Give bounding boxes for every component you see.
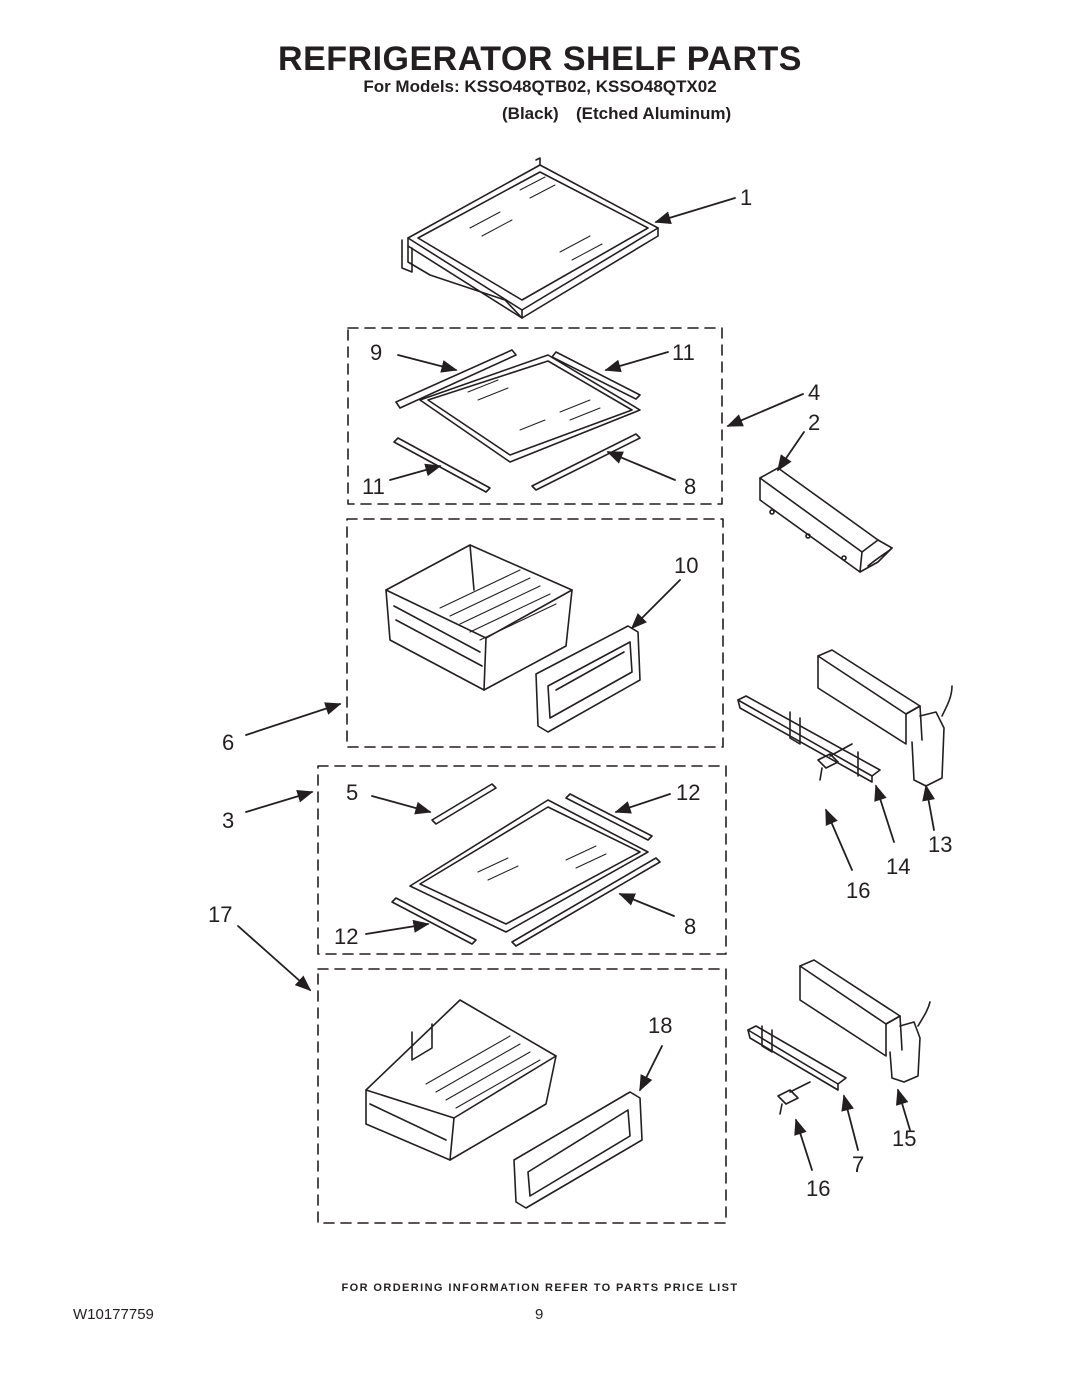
callout-3: 3 [222,808,234,833]
ordering-note: FOR ORDERING INFORMATION REFER TO PARTS … [341,1282,739,1294]
leader-arrow-4 [726,393,804,427]
upper-screw-drawing [817,743,853,781]
callout-numbers: 1 9 11 4 2 11 8 10 6 5 12 3 13 14 16 17 … [208,185,952,1201]
leader-arrow-5 [371,795,432,815]
upper-crisper-group-box [346,518,724,748]
lower-glass-shelf-drawing [409,799,649,933]
leader-arrow-11b [389,463,442,481]
document-number: W10177759 [73,1306,154,1323]
leader-arrow-18 [639,1045,663,1092]
upper-shelf-trims-drawing [393,349,641,493]
callout-1: 1 [740,185,752,210]
callout-16-lower: 16 [806,1176,830,1201]
leader-arrow-13 [922,784,935,831]
callout-6: 6 [222,730,234,755]
lower-crisper-pan-drawing [365,999,557,1161]
leader-arrow-7 [841,1094,859,1151]
callout-2: 2 [808,410,820,435]
callout-9: 9 [370,340,382,365]
lower-drawer-slide-cover-drawing [799,959,931,1083]
leader-arrow-9 [397,354,458,373]
page-title: REFRIGERATOR SHELF PARTS [278,40,802,78]
finish-label-aluminum: (Etched Aluminum) [576,104,732,123]
leader-arrows [237,197,935,1171]
top-shelf-assembly-drawing [401,157,659,319]
leader-arrow-3 [245,790,314,813]
callout-13: 13 [928,832,952,857]
leader-arrow-10 [630,579,681,630]
callout-16-upper: 16 [846,878,870,903]
leader-arrow-12b [365,919,430,935]
leader-arrow-12a [614,793,671,814]
upper-drawer-slide-rail-drawing [737,695,881,783]
upper-crisper-front-cover-drawing [535,625,641,733]
lower-shelf-trims-drawing [391,783,661,947]
callout-7: 7 [852,1152,864,1177]
callout-18: 18 [648,1013,672,1038]
callout-4: 4 [808,380,820,405]
lower-crisper-group-box [317,968,727,1224]
leader-arrow-8a [606,451,676,481]
upper-shelf-group-box [347,327,723,505]
finish-label-black: (Black) [502,104,559,123]
shelf-support-bracket-drawing [759,467,893,573]
leader-arrow-16a [825,808,853,871]
lower-screw-drawing [777,1081,811,1115]
callout-12-bottom: 12 [334,924,358,949]
model-list: For Models: KSSO48QTB02, KSSO48QTX02 [363,77,717,96]
leader-arrow-14 [874,784,895,843]
leader-arrow-16b [794,1118,813,1171]
callout-5: 5 [346,780,358,805]
leader-arrow-11a [604,351,669,373]
leader-arrow-1 [654,197,736,224]
lower-crisper-front-cover-drawing [513,1091,643,1209]
leader-arrow-2 [777,431,805,472]
callout-8-upper: 8 [684,474,696,499]
callout-11-top: 11 [672,340,695,365]
leader-arrow-6 [245,702,342,736]
callout-11-bottom: 11 [362,474,385,499]
upper-crisper-pan-drawing [385,544,573,691]
callout-8-lower: 8 [684,914,696,939]
leader-arrow-8b [618,893,675,917]
leader-arrow-17 [237,925,312,992]
callout-15: 15 [892,1126,916,1151]
callout-12-top: 12 [676,780,700,805]
callout-17: 17 [208,902,232,927]
upper-glass-shelf-drawing [419,354,641,463]
lower-shelf-group-box [317,765,727,955]
lower-drawer-slide-rail-drawing [747,1025,847,1091]
page-number: 9 [535,1306,544,1323]
leader-arrow-15 [895,1088,911,1131]
callout-14: 14 [886,854,910,879]
upper-drawer-slide-cover-drawing [817,649,953,787]
callout-10: 10 [674,553,698,578]
